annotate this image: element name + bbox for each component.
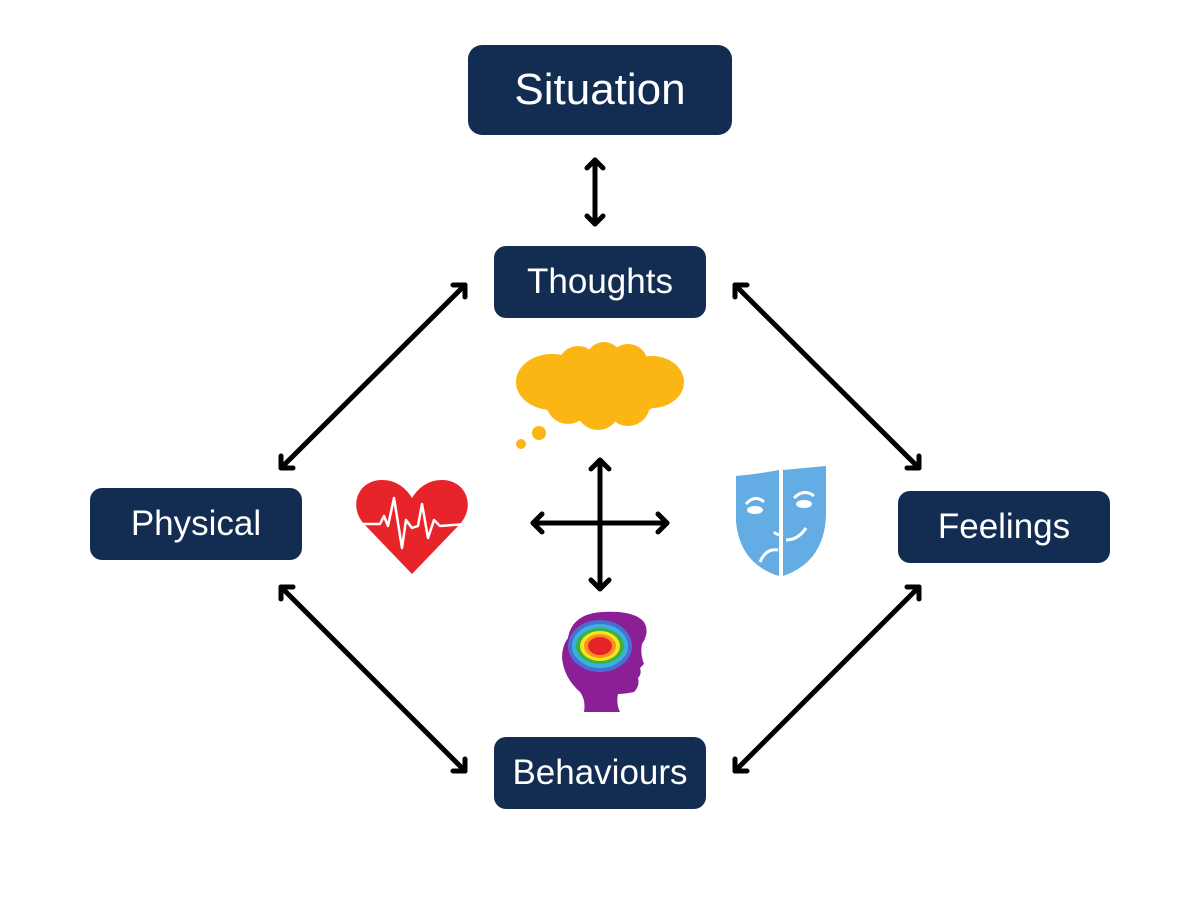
node-thoughts-label: Thoughts [527,262,673,301]
node-behaviours-label: Behaviours [512,753,688,792]
node-physical: Physical [90,488,302,560]
node-situation-label: Situation [514,65,686,114]
theater-mask-icon [736,466,826,576]
arrow-situation-thoughts [584,157,606,227]
node-situation: Situation [468,45,732,135]
arrow-feelings-behaviours [732,584,922,774]
four-way-arrow-icon [530,457,670,592]
arrow-thoughts-feelings [732,282,922,471]
node-feelings-label: Feelings [937,507,1071,546]
node-behaviours: Behaviours [494,737,706,809]
thought-cloud-icon [516,342,684,449]
arrow-thoughts-physical [278,282,468,471]
node-thoughts: Thoughts [494,246,706,318]
brain-heatmap-head-icon [562,611,647,712]
node-physical-label: Physical [130,504,262,543]
arrow-physical-behaviours [278,584,468,774]
heartbeat-icon [356,480,468,574]
node-feelings: Feelings [898,491,1110,563]
